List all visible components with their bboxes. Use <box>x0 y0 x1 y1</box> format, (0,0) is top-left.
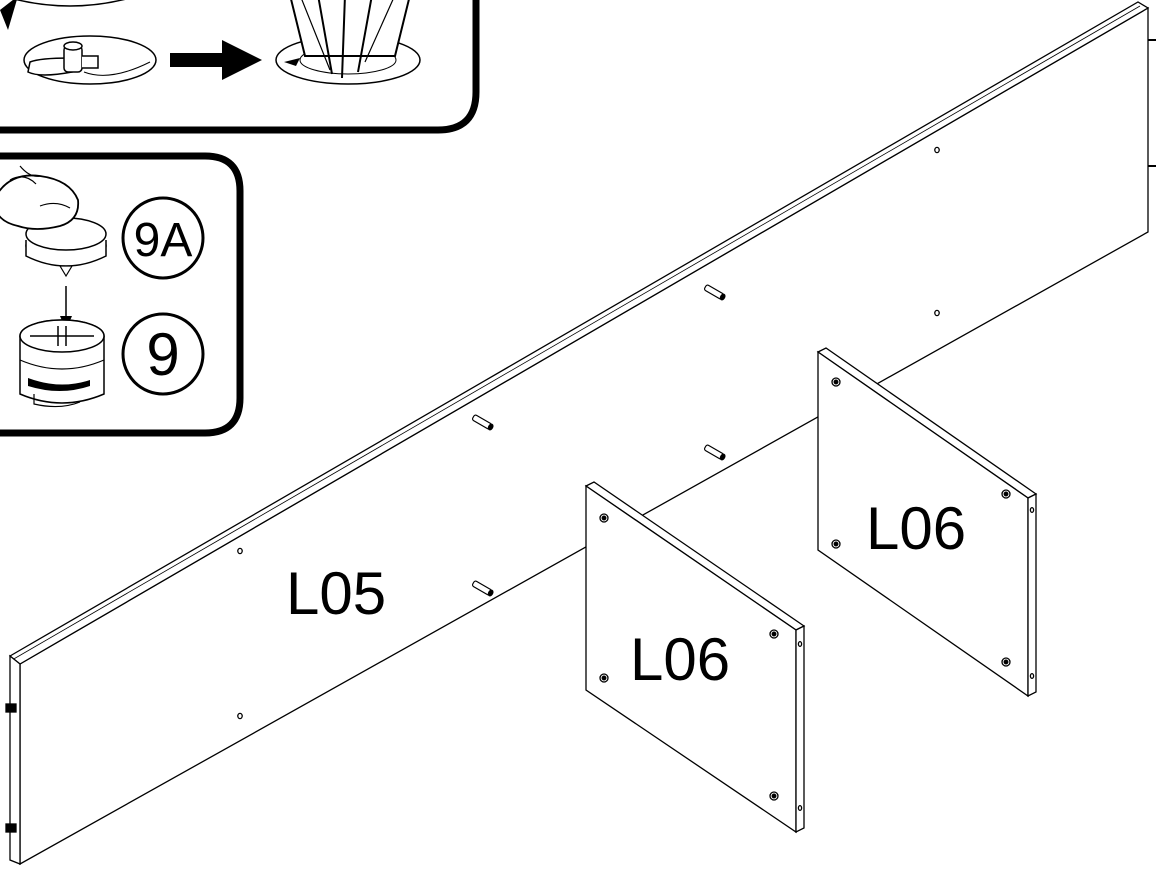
hole-icon <box>831 377 1035 680</box>
dowel-icon <box>471 284 726 597</box>
callout-9a: 9A <box>121 196 205 280</box>
cam-insert-icon <box>275 0 421 85</box>
finger-press-icon <box>0 165 107 278</box>
dowel-icon <box>5 703 17 833</box>
callout-9-label: 9 <box>146 321 179 388</box>
dowel-icon <box>23 35 157 85</box>
panel-l06-back-label: L06 <box>866 495 966 562</box>
inset-cam-lock-detail: 9A 9 <box>0 152 244 437</box>
hole-icon <box>599 513 803 812</box>
panel-l05 <box>5 1 1156 866</box>
hole-icon <box>237 146 940 720</box>
panel-l05-label: L05 <box>286 560 386 627</box>
right-arrow-icon <box>170 40 262 80</box>
callout-9a-label: 9A <box>134 214 193 267</box>
panel-l06-front <box>584 481 806 834</box>
callout-9: 9 <box>121 312 205 396</box>
panel-l06-back <box>816 347 1038 698</box>
cam-lock-icon <box>19 319 105 408</box>
panel-l06-front-label: L06 <box>630 626 730 693</box>
inset-insertion-detail <box>0 0 480 134</box>
